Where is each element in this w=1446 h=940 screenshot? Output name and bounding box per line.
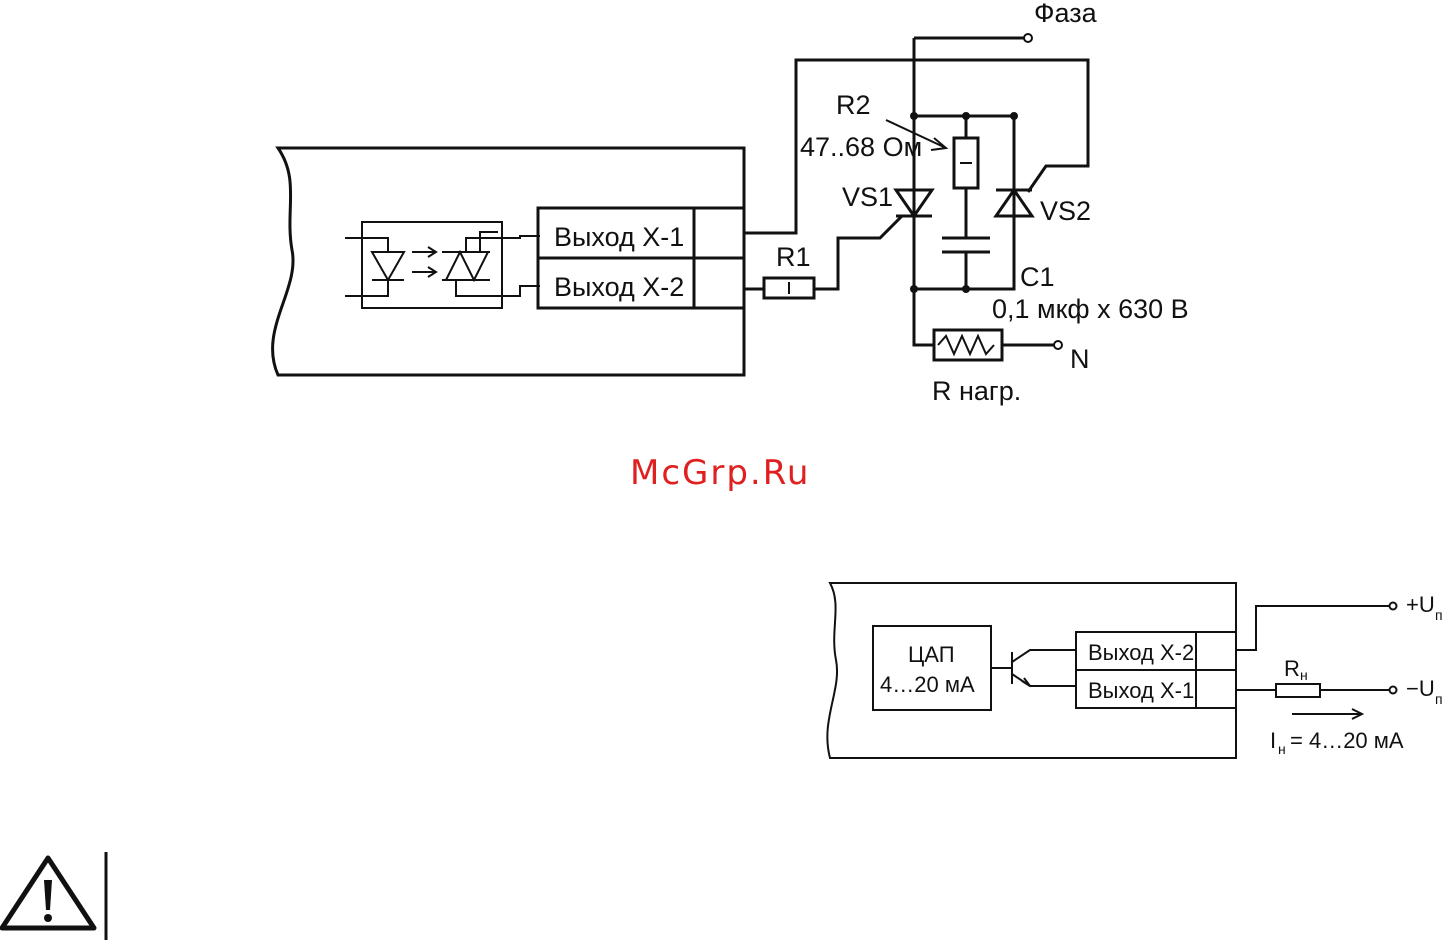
current-label: I: [1270, 728, 1276, 753]
vs2-label: VS2: [1040, 196, 1091, 226]
output-x1-label: Выход Х-1: [554, 222, 684, 252]
c1-capacitor-icon: [942, 238, 990, 289]
dac-box: [873, 626, 991, 710]
led-icon: [372, 252, 404, 280]
output-x1-label-2: Выход Х-1: [1088, 678, 1194, 703]
photo-triac-icon: [442, 252, 490, 280]
rn-resistor: [1276, 684, 1320, 697]
rn-label: R: [1284, 656, 1300, 681]
triac-output-diagram: Выход Х-1 Выход Х-2 R1 Фаза VS1: [273, 0, 1189, 406]
current-arrow-icon: [1292, 709, 1362, 719]
plus-supply-label: +U: [1406, 592, 1435, 617]
dac-label-line1: ЦАП: [908, 642, 955, 667]
warning-triangle-icon: [2, 852, 106, 940]
current-output-diagram: ЦАП 4…20 мА Выход Х-2 Выход Х-1 +U п −U …: [827, 583, 1442, 758]
rn-sub: н: [1300, 667, 1308, 683]
plus-supply-terminal: [1390, 603, 1397, 610]
c1-value: 0,1 мкф х 630 В: [992, 294, 1189, 324]
r2-value: 47..68 Ом: [800, 132, 922, 162]
watermark-text: McGrp.Ru: [630, 453, 810, 493]
device-body: [273, 148, 744, 375]
c1-label: C1: [1020, 262, 1055, 292]
r2-label: R2: [836, 90, 871, 120]
output-x2-label-2: Выход Х-2: [1088, 640, 1194, 665]
current-sub: н: [1278, 741, 1286, 757]
transistor-icon: [991, 650, 1076, 686]
load-resistor-label: R нагр.: [932, 376, 1021, 406]
current-value: = 4…20 мА: [1290, 728, 1404, 753]
neutral-label: N: [1070, 344, 1090, 374]
minus-supply-terminal: [1390, 687, 1397, 694]
r1-label: R1: [776, 242, 811, 272]
plus-supply-sub: п: [1435, 607, 1443, 623]
minus-supply-label: −U: [1406, 676, 1435, 701]
phase-label: Фаза: [1034, 0, 1098, 28]
minus-supply-sub: п: [1435, 691, 1443, 707]
output-x2-label: Выход Х-2: [554, 272, 684, 302]
phase-terminal: [1024, 34, 1032, 42]
dac-label-line2: 4…20 мА: [880, 672, 975, 697]
load-resistor: [934, 330, 1002, 360]
vs1-label: VS1: [842, 182, 893, 212]
neutral-terminal: [1054, 341, 1062, 349]
